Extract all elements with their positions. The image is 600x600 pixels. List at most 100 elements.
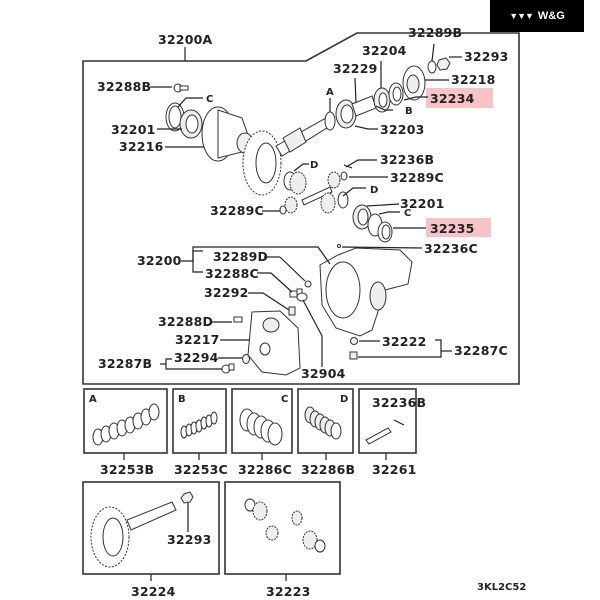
nut-icon [436,57,451,71]
highlight-32234 [426,88,493,108]
pin-icon [337,244,341,248]
callout-32289C: 32289C [390,170,444,185]
callout-32234-highlighted: 32234 [430,91,475,106]
pinion-gear-icon [327,171,348,189]
diagram-code: 3KL2C52 [477,582,526,593]
set-part-number: 32223 [266,584,311,599]
kit-inner-label: 32236B [372,395,426,410]
bearing-icon [179,109,203,139]
callout-32201: 32201 [111,122,156,137]
callout-32288B: 32288B [97,79,151,94]
kit-box-B: B 32253C [172,388,228,477]
kit-row: A 32253B B 32253C [83,388,426,477]
kit-box-C: C 32286C [231,388,293,477]
pinion-gear-icon [265,525,279,541]
plug-icon [304,280,312,288]
part-drawings [165,57,451,376]
kit-part-number: 32261 [372,462,417,477]
bolt-icon [233,316,243,323]
callout-32222: 32222 [382,334,427,349]
kit-box-pinion-shaft: 32236B 32261 [358,388,426,477]
letter-D: D [370,185,378,196]
callout-32229: 32229 [333,61,378,76]
ring-gear-icon [242,130,282,196]
callout-32289D: 32289D [213,249,268,264]
side-gear-icon [252,501,268,521]
callout-32293: 32293 [464,49,509,64]
callout-32289B: 32289B [408,25,462,40]
kit-letter: A [89,394,97,405]
side-gear-icon [283,171,307,195]
pinion-shaft-icon [365,427,392,445]
shim-set-icon [180,411,218,439]
gasket-icon [350,337,358,345]
callout-32288D: 32288D [158,314,213,329]
brand-name: W&G [537,10,565,22]
letter-C: C [206,94,213,105]
spacer-icon [324,111,336,131]
callout-32217: 32217 [175,332,220,347]
callout-32203: 32203 [380,122,425,137]
callout-32288C: 32288C [205,266,259,281]
letter-C: C [404,208,411,219]
callout-32200A: 32200A [158,32,212,47]
side-gear-icon [320,191,349,214]
pinion-gear-icon [279,196,298,215]
bearing-icon [373,87,391,113]
bolt-icon [173,83,189,93]
brand-badge: ▼▼▼ W&G [490,0,584,32]
pinion-shaft-icon [126,501,177,531]
callout-32201: 32201 [400,196,445,211]
gasket-icon [242,354,250,364]
bearing-icon [335,99,357,129]
nut-icon [180,491,194,504]
pinion-shaft-pin-icon [301,186,333,206]
main-assembly-frame: 32200 A [82,32,520,385]
plug-icon [296,292,308,302]
oil-seal-icon [377,221,393,243]
lock-pin-icon [393,419,405,426]
kit-part-number: 32286B [301,462,355,477]
set-box-differential-gear: 32223 [224,481,341,599]
pinion-gear-icon [291,510,303,526]
set-row: 32293 32224 32223 [82,481,341,599]
oil-seal-icon [388,82,404,106]
shim-set-icon [304,406,342,440]
set-part-number: 32224 [131,584,176,599]
letter-B: B [405,106,413,117]
callout-32235-highlighted: 32235 [430,221,475,236]
callout-32236C: 32236C [424,241,478,256]
callout-32287B: 32287B [98,356,152,371]
set-inner-label: 32293 [167,532,212,547]
letter-A: A [326,87,334,98]
differential-carrier-housing-icon [319,247,413,337]
pinion-shaft-icon [275,117,331,157]
triple-chevron-logo-icon: ▼▼▼ [509,11,534,21]
washer-icon [427,60,437,74]
kit-letter: C [281,394,288,405]
callout-32204: 32204 [362,43,407,58]
kit-letter: B [178,394,186,405]
drain-plug-icon [349,351,358,360]
kit-part-number: 32253B [100,462,154,477]
highlight-32235 [426,218,491,237]
callout-32287C: 32287C [454,343,508,358]
washer-icon [314,539,326,553]
callout-32216: 32216 [119,139,164,154]
differential-cover-icon [247,310,301,376]
letter-D: D [310,160,318,171]
set-box-ring-pinion-gear: 32293 32224 [82,481,220,599]
callout-32218: 32218 [451,72,496,87]
kit-letter: D [340,394,348,405]
fill-plug-icon [221,363,235,374]
callout-32200: 32200 [137,253,182,268]
callout-32292: 32292 [204,285,249,300]
callout-32294: 32294 [174,350,219,365]
callout-32289C: 32289C [210,203,264,218]
shim-set-icon [239,408,283,446]
shim-set-icon [92,403,160,446]
differential-case-icon [201,106,254,162]
companion-flange-icon [402,65,426,101]
kit-part-number: 32286C [238,462,292,477]
